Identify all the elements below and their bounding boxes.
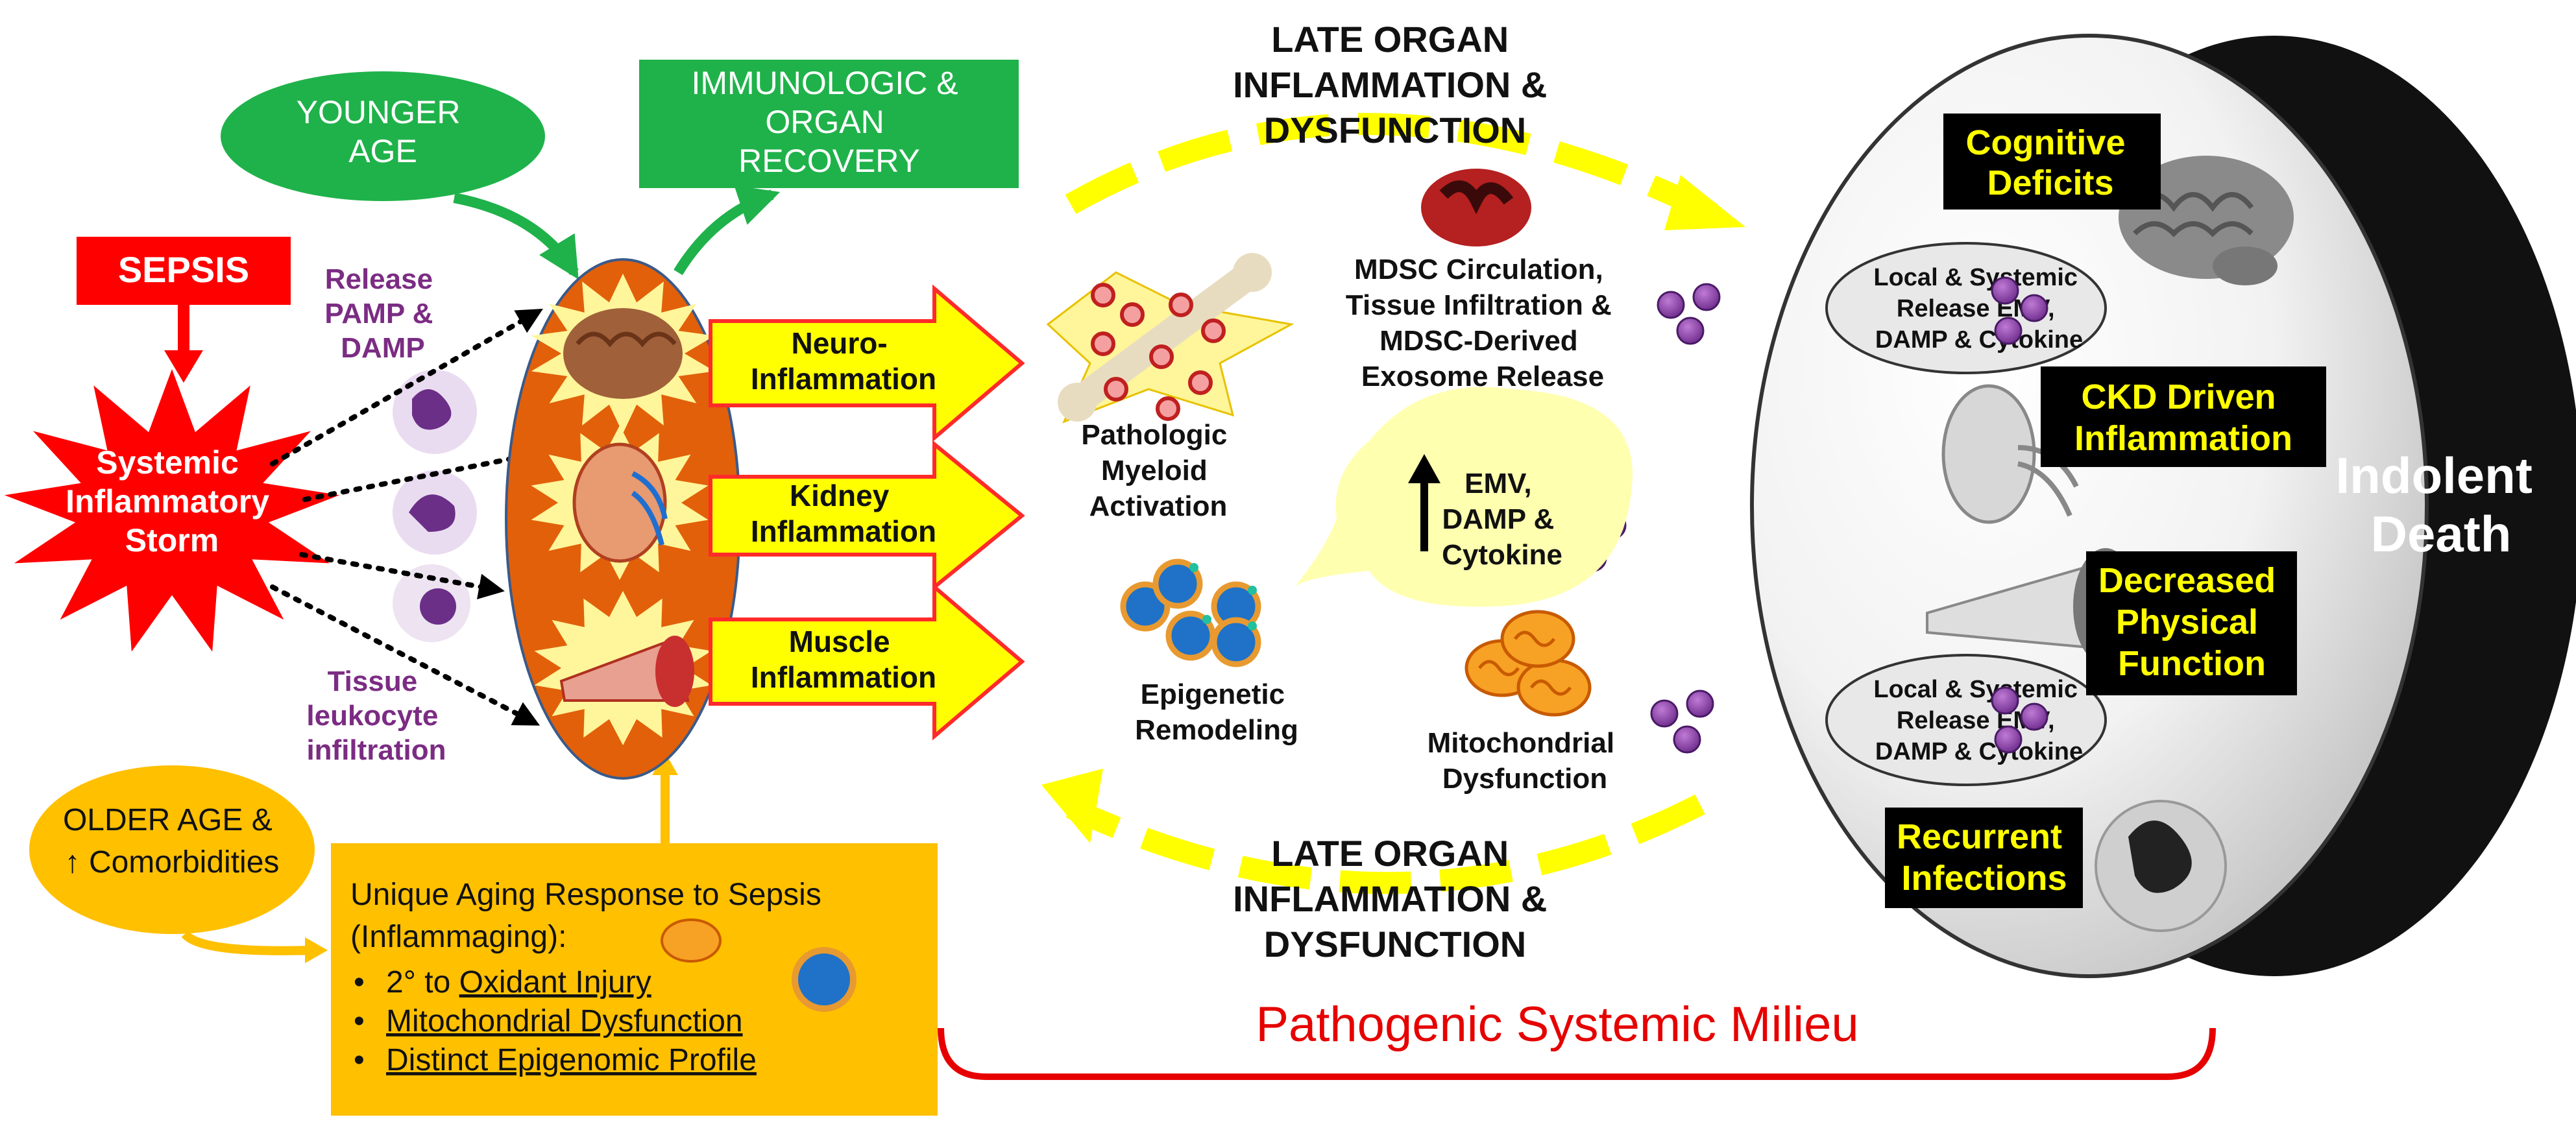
svg-text:OLDER AGE & ↑ Comorbidit: OLDER AGE & ↑ Comorbidities: [63, 803, 281, 880]
vesicle-icon: [1676, 317, 1705, 345]
neutrophil-icon: [393, 370, 477, 642]
nucleosome-icon: [1120, 558, 1261, 667]
svg-text:Local & Systemic Release: Local & Systemic Release EMV, DAMP & Cyt…: [1873, 676, 2084, 765]
milieu-bracket: [938, 1027, 2216, 1080]
aging-mito-icon: [661, 918, 722, 963]
svg-text:• 2° to Oxidant I: • 2° to Oxidant Injury: [354, 965, 651, 1000]
myeloid-cells: [1091, 283, 1226, 421]
neutrophil-outcome-icon: [2095, 800, 2227, 932]
vesicle-icon: [1994, 725, 2023, 754]
vesicle-icon: [2020, 294, 2048, 322]
older-age-node: OLDER AGE & ↑ Comorbidities: [29, 765, 315, 934]
myeloid-cell-icon: [1091, 331, 1115, 356]
myeloid-cell-icon: [1201, 318, 1226, 343]
vesicle-icon: [1686, 689, 1714, 718]
infiltration-arrows: [270, 309, 543, 726]
nucleosome-icon: [1211, 617, 1261, 667]
myeloid-cell-icon: [1104, 377, 1128, 402]
myeloid-cell-icon: [1188, 370, 1213, 395]
younger-age-node: YOUNGER AGE: [221, 71, 545, 201]
muscle-icon: [534, 591, 712, 745]
svg-text:Local & Systemic Release: Local & Systemic Release EMV, DAMP & Cyt…: [1873, 264, 2084, 354]
late-organ-top-label: LATE ORGAN INFLAMMATION & DYSFUNCTION: [1233, 19, 1557, 150]
svg-text:CKD Driven Inflammation: CKD Driven Inflammation: [2074, 378, 2292, 458]
sepsis-box: SEPSIS: [77, 237, 291, 305]
tissue-label: Tissue leukocyte infiltration: [306, 665, 446, 766]
vesicle-icon: [1673, 725, 1701, 754]
myeloid-cell-icon: [1169, 293, 1193, 317]
epigenetic-label: Epigenetic Remodeling: [1135, 678, 1298, 746]
svg-text:Neuro- Inflammation: Neuro- Inflammation: [751, 326, 936, 396]
mitochondria-icon: [1464, 610, 1592, 717]
mito-label: Mitochondrial Dysfunction: [1428, 727, 1623, 795]
svg-text:Recurrent Infections: Recurrent Infections: [1897, 817, 2072, 898]
kidney-outcome-icon: [1941, 384, 2079, 524]
outcome-cognitive: Cognitive Deficits: [1943, 114, 2161, 210]
outcome-ckd: CKD Driven Inflammation: [2041, 366, 2326, 467]
mdsc-cell-icon: [1421, 169, 1531, 246]
myeloid-cell-icon: [1120, 302, 1145, 327]
brain-icon: [531, 273, 715, 434]
kidney-icon: [531, 426, 709, 580]
emv-label: EMV, DAMP & Cytokine: [1442, 468, 1562, 571]
svg-text:YOUNGER AGE: YOUNGER AGE: [297, 94, 470, 169]
release-label: Release PAMP & DAMP: [324, 263, 441, 364]
emv-cloud: [1294, 387, 1633, 607]
outcome-physical: Decreased Physical Function: [2086, 551, 2297, 695]
recovery-box: IMMUNOLOGIC & ORGAN RECOVERY: [639, 60, 1019, 188]
late-organ-cycle-arrows: [1041, 113, 1745, 894]
bone-icon: [1046, 253, 1294, 424]
vesicle-icon: [2020, 702, 2048, 731]
svg-text:Decreased Physical: Decreased Physical Function: [2098, 561, 2285, 683]
myeloid-cell-icon: [1091, 283, 1115, 307]
muscle-inflammation-arrow: Muscle Inflammation: [709, 582, 1025, 741]
vesicle-icon: [1991, 276, 2019, 305]
histone-mark-icon: [1248, 621, 1257, 630]
aging-nucleosome-icon: [792, 947, 857, 1012]
vesicle-icon: [1991, 686, 2019, 715]
local-release-top: Local & Systemic Release EMV, DAMP & Cyt…: [1825, 242, 2107, 374]
svg-text:Muscle Inflammation: Muscle Inflammation: [751, 625, 936, 694]
myeloid-cell-icon: [1156, 396, 1180, 421]
indolent-death-label: Indolent Death: [2336, 447, 2547, 562]
svg-text:• Distinct Epigenomic Pr: • Distinct Epigenomic Profile: [354, 1043, 757, 1077]
svg-text:Systemic Inflammatory: Systemic Inflammatory Storm: [66, 444, 278, 558]
svg-text:IMMUNOLOGIC & ORGAN: IMMUNOLOGIC & ORGAN RECOVERY: [691, 65, 967, 179]
histone-mark-icon: [1202, 615, 1211, 624]
svg-text:Cognitive Deficits: Cognitive Deficits: [1965, 123, 2135, 202]
histone-mark-icon: [1189, 563, 1198, 572]
svg-text:Kidney Inflammation: Kidney Inflammation: [751, 479, 936, 548]
myeloid-label: Pathologic Myeloid Activation: [1081, 419, 1235, 522]
svg-text:SEPSIS: SEPSIS: [118, 249, 249, 290]
neuro-inflammation-arrow: Neuro- Inflammation: [709, 284, 1025, 442]
local-release-bottom: Local & Systemic Release EMV, DAMP & Cyt…: [1825, 654, 2107, 786]
nucleosome-icon: [1152, 558, 1203, 609]
milieu-label: Pathogenic Systemic Milieu: [1256, 997, 1858, 1052]
kidney-inflammation-arrow: Kidney Inflammation: [709, 440, 1025, 592]
mdsc-label: MDSC Circulation, Tissue Infiltration & …: [1346, 254, 1620, 392]
older-age-arrow: [181, 931, 312, 955]
aging-response-box: Unique Aging Response to Sepsis (Inflamm…: [331, 843, 938, 1116]
younger-to-organs-arrow: [453, 193, 579, 280]
histone-mark-icon: [1248, 586, 1257, 595]
vesicle-icon: [1657, 291, 1685, 319]
storm-burst: Systemic Inflammatory Storm: [4, 369, 340, 652]
organs-to-recovery-arrow: [674, 185, 781, 276]
vesicle-icon: [1994, 317, 2023, 345]
myeloid-cell-icon: [1149, 344, 1174, 369]
vesicle-icon: [1692, 283, 1721, 311]
vesicle-icon: [1650, 699, 1679, 728]
outcome-infections: Recurrent Infections: [1885, 808, 2083, 908]
svg-text:• Mitochondrial Dysfunct: • Mitochondrial Dysfunction: [354, 1004, 743, 1038]
svg-text:Unique Aging Response to Sepsi: Unique Aging Response to Sepsis (Inflamm…: [350, 878, 830, 954]
late-organ-bottom-label: LATE ORGAN INFLAMMATION & DYSFUNCTION: [1233, 833, 1557, 965]
